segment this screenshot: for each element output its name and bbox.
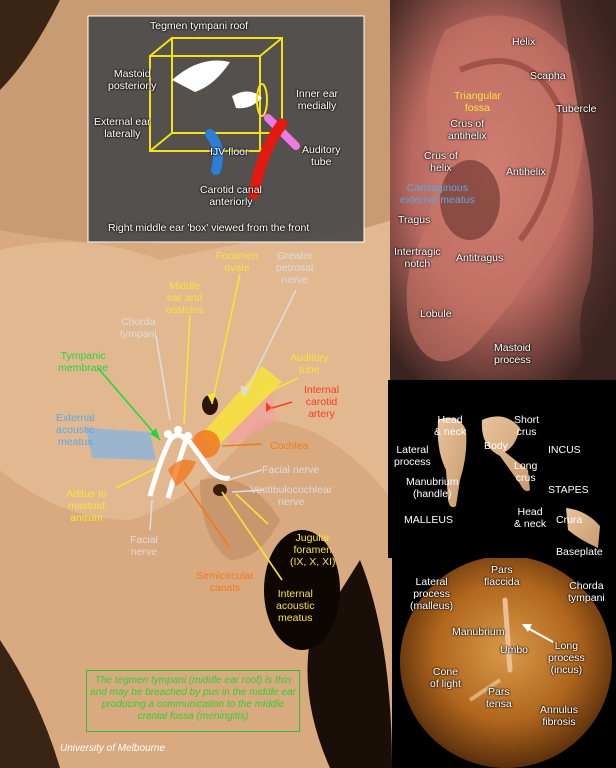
label-manubrium: Manubrium (handle) [406, 476, 459, 500]
label-annulus-fibrosis: Annulus fibrosis [540, 704, 578, 728]
clinical-note: The tegmen tympani (middle ear roof) is … [86, 670, 300, 732]
label-lobule: Lobule [420, 308, 452, 320]
label-crura: Crura [556, 514, 583, 526]
label-internal-carotid: Internal carotid artery [304, 384, 340, 420]
label-umbo: Umbo [500, 644, 529, 656]
label-ijv-floor: IJV floor [210, 146, 249, 158]
label-greater-petrosal: Greater petrosal nerve [276, 250, 314, 286]
label-helix: Helix [512, 36, 536, 48]
label-triangular-fossa: Triangular fossa [454, 90, 501, 114]
label-inner-ear: Inner ear medially [296, 88, 339, 112]
label-lateral-process: Lateral process [394, 444, 431, 468]
label-chorda-tympani-tm: Chorda tympani [568, 580, 605, 604]
label-carotid-canal: Carotid canal anteriorly [200, 184, 262, 208]
label-pars-tensa: Pars tensa [486, 686, 512, 710]
label-auditory-tube-box: Auditory tube [302, 144, 341, 168]
label-chorda-tympani: Chorda tympani [120, 316, 157, 340]
label-stapes: STAPES [548, 484, 589, 496]
label-mastoid-process: Mastoid process [494, 342, 531, 366]
label-scapha: Scapha [530, 70, 566, 82]
label-pars-flaccida: Pars flaccida [484, 564, 520, 588]
label-manubrium-tm: Manubrium [452, 626, 505, 638]
label-mastoid-posteriorly: Mastoid posteriorly [108, 68, 157, 92]
label-tegmen: Tegmen tympani roof [150, 20, 249, 32]
label-long-crus: Long crus [514, 460, 538, 484]
label-malleus-head: Head & neck [434, 414, 467, 438]
label-external-acoustic-meatus: External acoustic meatus [56, 412, 95, 448]
label-vestibulocochlear: Vestibulocochlear nerve [250, 484, 333, 508]
label-antihelix: Antihelix [506, 166, 546, 178]
label-short-crus: Short crus [514, 414, 540, 438]
label-cone-of-light: Cone of light [430, 666, 461, 690]
label-crus-antihelix: Crus of antihelix [448, 118, 487, 142]
label-body: Body [484, 440, 508, 452]
label-baseplate: Baseplate [556, 546, 603, 558]
label-long-process: Long process (incus) [548, 640, 585, 676]
label-stapes-head: Head & neck [514, 506, 547, 530]
label-tubercle: Tubercle [556, 103, 597, 115]
box-caption: Right middle ear 'box' viewed from the f… [108, 222, 310, 234]
label-auditory-tube: Auditory tube [290, 352, 329, 376]
label-cochlea: Cochlea [270, 440, 309, 452]
label-semicircular-canals: Semicircular canals [196, 570, 254, 594]
label-lateral-process-malleus: Lateral process (malleus) [410, 576, 454, 612]
label-malleus: MALLEUS [404, 514, 454, 526]
label-middle-ear-ossicles: Middle ear and ossicles [166, 280, 204, 316]
label-crus-helix: Crus of helix [424, 150, 458, 174]
stapes-bone [566, 508, 600, 548]
label-tympanic-membrane: Tympanic membrane [58, 350, 109, 374]
label-antitragus: Antitragus [456, 252, 504, 264]
tympanic-membrane-photo [400, 556, 612, 768]
label-intertragic-notch: Intertragic notch [394, 246, 441, 270]
label-cartilaginous-meatus: Cartilaginous external meatus [400, 182, 475, 206]
label-facial-nerve-right: Facial nerve [262, 464, 320, 476]
label-aditus: Aditus to mastoid antrum [66, 488, 107, 524]
incus-bone [481, 416, 530, 492]
label-incus: INCUS [548, 444, 581, 456]
label-facial-nerve-left: Facial nerve [130, 534, 159, 558]
label-internal-acoustic-meatus: Internal acoustic meatus [276, 588, 315, 624]
malleus-bone [437, 417, 467, 508]
label-foramen-ovale: Foramen ovale [216, 250, 259, 274]
label-tragus: Tragus [398, 214, 431, 226]
label-external-ear: External ear laterally [94, 116, 151, 140]
credit-text: University of Melbourne [60, 743, 166, 754]
jugular-hole [264, 530, 340, 650]
label-jugular-foramen: Jugular foramen (IX, X, XI) [290, 532, 336, 568]
